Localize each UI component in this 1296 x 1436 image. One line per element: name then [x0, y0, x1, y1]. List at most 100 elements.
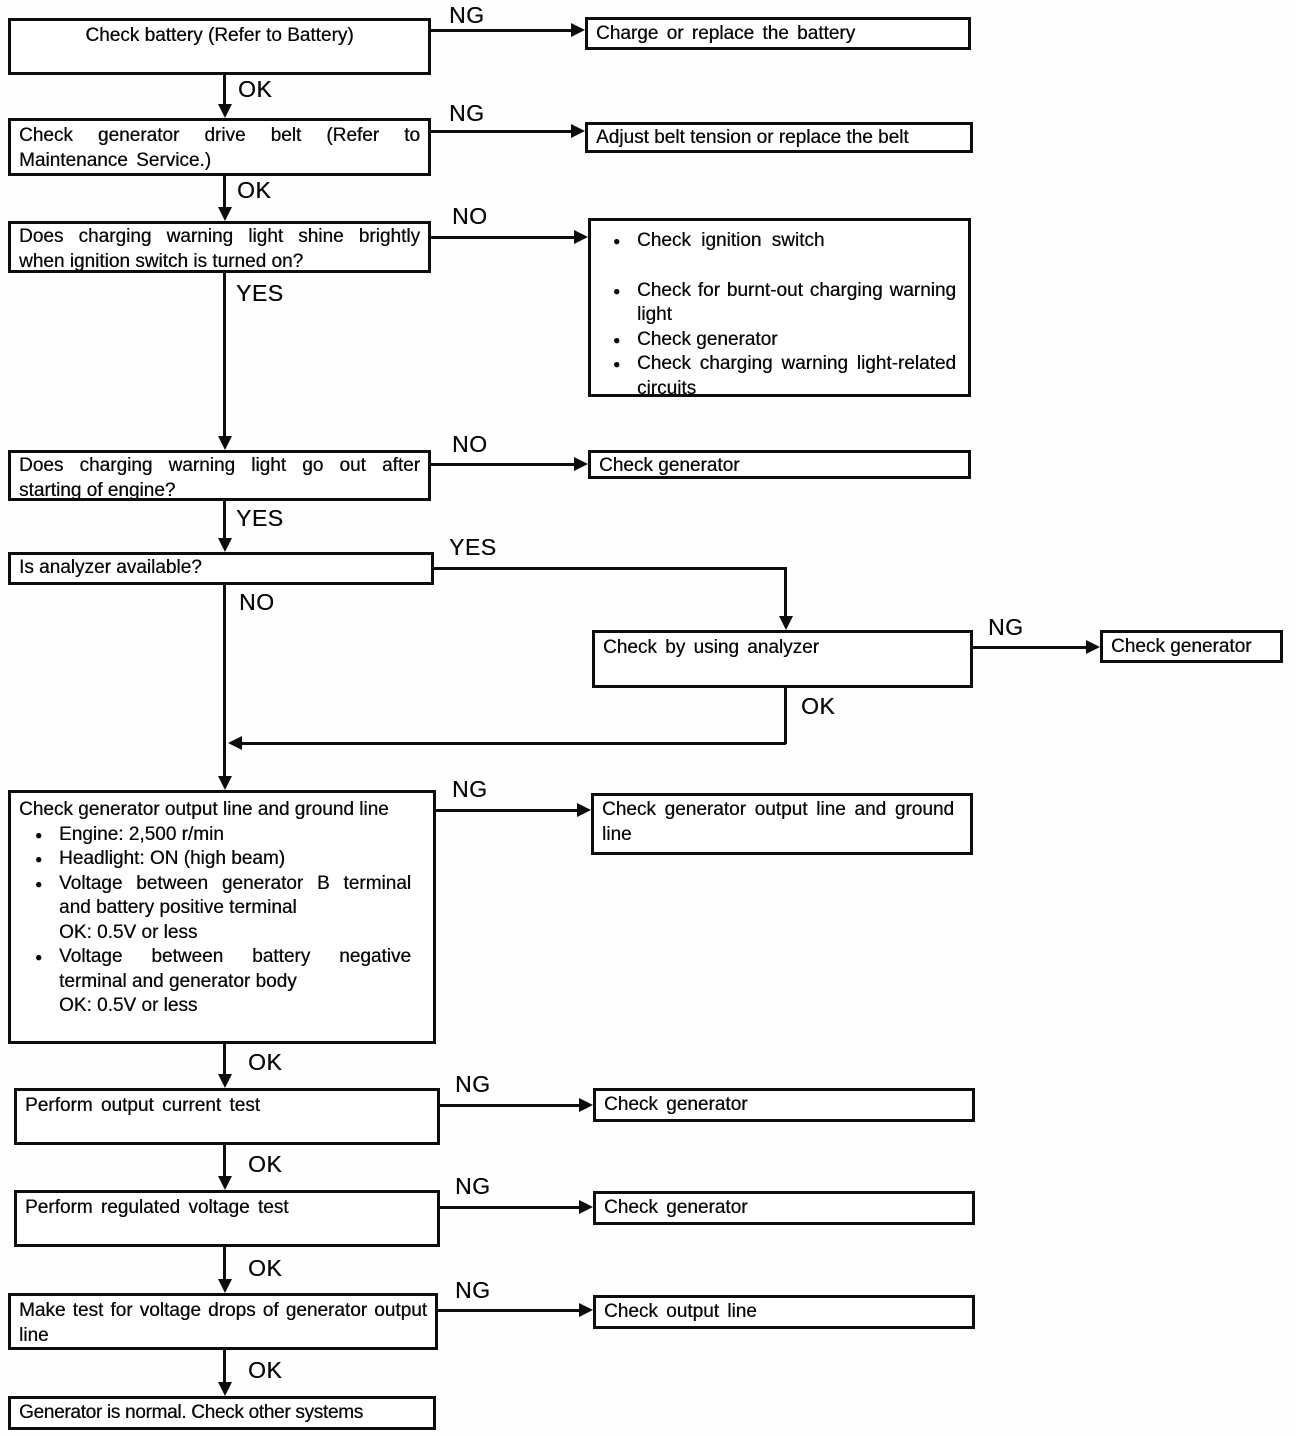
arrow-right-icon [579, 1098, 593, 1112]
list-item: ● Check charging warning light-related c… [599, 352, 960, 401]
arrow-right-icon [1086, 640, 1100, 654]
arrow-right-icon [577, 803, 591, 817]
connector-ng-7 [440, 1206, 579, 1209]
arrow-down-icon [218, 776, 232, 790]
arrow-right-icon [571, 23, 585, 37]
node-check-drive-belt: Check generator drive belt (Refer to Mai… [8, 118, 431, 176]
node-charge-or-replace-battery: Charge or replace the battery [585, 17, 971, 50]
connector-no-4 [431, 463, 576, 466]
node-analyzer-available: Is analyzer available? [8, 552, 434, 585]
edge-label-no: NO [452, 203, 488, 229]
node-check-battery: Check battery (Refer to Battery) [8, 18, 431, 75]
connector-ng-2 [431, 130, 573, 133]
connector-ok-1 [223, 75, 226, 107]
edge-label-ok: OK [801, 693, 836, 719]
edge-label-ok: OK [238, 76, 273, 102]
edge-label-ok: OK [237, 177, 272, 203]
list-item: ● Headlight: ON (high beam) [19, 847, 425, 872]
node-no-shine-actions: ● Check ignition switch ● Check for burn… [588, 218, 971, 399]
edge-label-ng: NG [455, 1173, 491, 1199]
connector-ng-8 [438, 1309, 579, 1312]
node-warning-light-shine: Does charging warning light shine bright… [8, 221, 431, 273]
connector-ok-analyzer-v [784, 688, 787, 744]
edge-label-ng: NG [452, 776, 488, 802]
node-check-generator-2: Check generator [1100, 630, 1283, 663]
bullet-icon: ● [613, 357, 621, 371]
node-adjust-belt-tension: Adjust belt tension or replace the belt [585, 122, 973, 153]
bullet-icon: ● [613, 283, 621, 298]
connector-ok-6 [223, 1145, 226, 1178]
node-check-output-ground-line: Check generator output line and ground l… [8, 790, 436, 1044]
arrow-right-icon [574, 457, 588, 471]
node-check-by-analyzer: Check by using analyzer [592, 630, 973, 688]
bullet-icon: ● [35, 950, 43, 964]
bullet-icon: ● [35, 827, 43, 842]
edge-label-ok: OK [248, 1255, 283, 1281]
arrow-right-icon [579, 1200, 593, 1214]
edge-label-ng: NG [449, 2, 485, 28]
node-regulated-voltage-test: Perform regulated voltage test [14, 1190, 440, 1247]
node-voltage-drop-test: Make test for voltage drops of generator… [8, 1293, 438, 1350]
list-item: ● Voltage between battery negative termi… [19, 945, 425, 994]
arrow-right-icon [579, 1303, 593, 1317]
node-warning-light-go-out: Does charging warning light go out after… [8, 450, 431, 501]
list-item: ● Check for burnt-out charging warning l… [599, 279, 960, 328]
arrow-down-icon [218, 538, 232, 552]
node-output-current-test: Perform output current test [14, 1088, 440, 1145]
arrow-down-icon [218, 1176, 232, 1190]
list-item: ● Voltage between generator B terminal a… [19, 872, 425, 921]
node-check-output-ground-right: Check generator output line and ground l… [591, 793, 973, 855]
edge-label-no: NO [239, 589, 275, 615]
connector-ng-analyzer [973, 646, 1086, 649]
bullet-icon: ● [35, 852, 43, 866]
node-check-generator-3: Check generator [593, 1088, 975, 1122]
edge-label-ok: OK [248, 1357, 283, 1383]
arrow-right-icon [571, 124, 585, 138]
list-item-sub: OK: 0.5V or less [59, 995, 198, 1016]
connector-ok-8 [223, 1350, 226, 1384]
edge-label-no: NO [452, 431, 488, 457]
edge-label-ok: OK [248, 1049, 283, 1075]
edge-label-ng: NG [455, 1071, 491, 1097]
edge-label-yes: YES [236, 505, 284, 531]
arrow-down-icon [218, 1074, 232, 1088]
node-generator-normal: Generator is normal. Check other systems [8, 1396, 436, 1430]
list-item: ● Check ignition switch [599, 229, 960, 254]
connector-no-3 [431, 236, 576, 239]
connector-no-5 [223, 585, 226, 778]
arrow-left-icon [228, 736, 242, 750]
connector-ng-bigbox [436, 809, 577, 812]
connector-ok-bigbox [223, 1044, 226, 1076]
node-title: Check generator output line and ground l… [19, 799, 389, 820]
connector-yes-analyzer-v [784, 567, 787, 616]
arrow-down-icon [218, 436, 232, 450]
connector-yes-3 [223, 273, 226, 438]
arrow-down-icon [218, 1279, 232, 1293]
connector-ok-2 [223, 176, 226, 209]
bullet-icon: ● [613, 332, 621, 347]
arrow-right-icon [574, 230, 588, 244]
bullet-icon: ● [613, 234, 621, 248]
node-check-generator-1: Check generator [588, 450, 971, 479]
arrow-down-icon [218, 1382, 232, 1396]
node-check-output-line: Check output line [593, 1295, 975, 1329]
connector-ng-1 [431, 29, 573, 32]
edge-label-ng: NG [449, 100, 485, 126]
list-item-sub: OK: 0.5V or less [59, 921, 198, 943]
edge-label-yes: YES [236, 280, 284, 306]
edge-label-ng: NG [455, 1277, 491, 1303]
connector-ok-7 [223, 1247, 226, 1281]
list-item: ● Check generator [599, 328, 960, 353]
arrow-down-icon [218, 104, 232, 118]
edge-label-yes: YES [449, 534, 497, 560]
connector-yes-4 [223, 501, 226, 540]
arrow-down-icon [218, 207, 232, 221]
edge-label-ng: NG [988, 614, 1024, 640]
list-item: ● Engine: 2,500 r/min [19, 823, 425, 848]
connector-ok-analyzer-h [240, 742, 786, 745]
bullet-icon: ● [35, 876, 43, 891]
arrow-down-icon [779, 616, 793, 630]
connector-yes-analyzer-h [434, 567, 787, 570]
node-check-generator-4: Check generator [593, 1191, 975, 1225]
